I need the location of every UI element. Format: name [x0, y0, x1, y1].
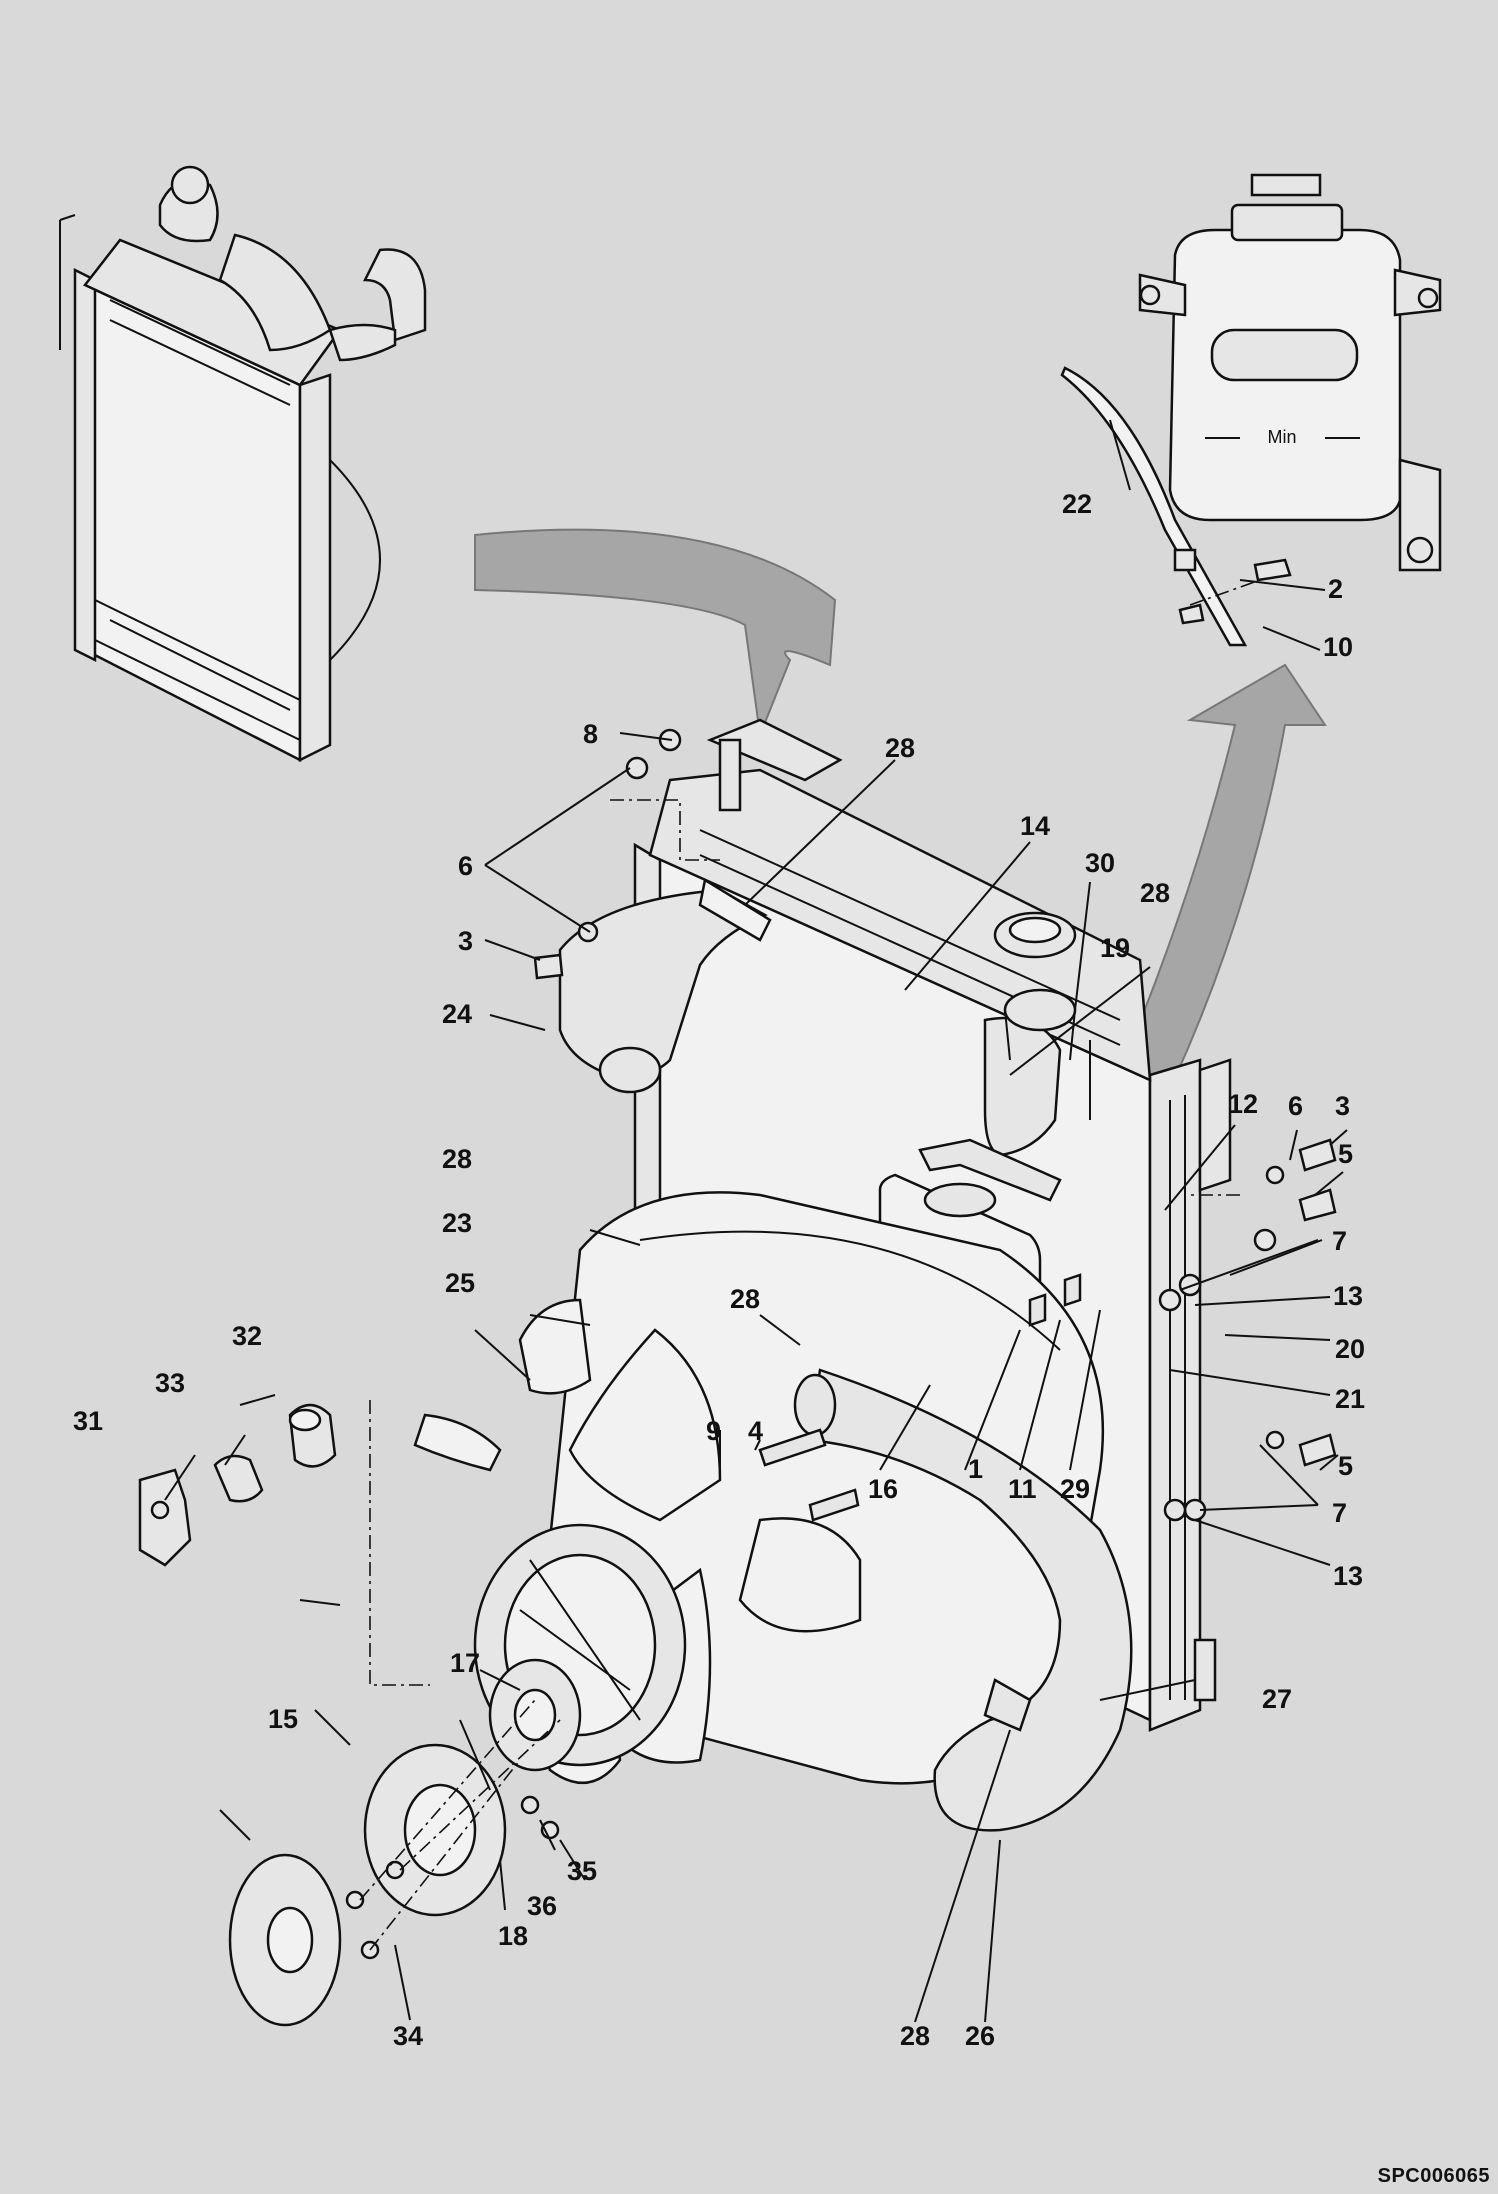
callout-13-upper: 13: [1333, 1281, 1363, 1311]
callout-14: 14: [1020, 811, 1050, 841]
tank-min-mark: Min: [1267, 427, 1296, 447]
callout-28-bottom: 28: [900, 2021, 930, 2051]
callouts: 1 2 3 3 4 5 5 6 6 7 7 8 9 10 11 12 13 13…: [73, 489, 1365, 2051]
callout-36: 35: [567, 1856, 597, 1886]
callout-6-left: 6: [458, 851, 473, 881]
callout-33: 32: [232, 1321, 262, 1351]
callout-25: 25: [445, 1268, 475, 1298]
callout-10: 10: [1323, 632, 1353, 662]
lower-hose: [793, 1368, 1133, 1832]
callout-8: 8: [583, 719, 598, 749]
callout-18: 18: [498, 1921, 528, 1951]
callout-16: 16: [868, 1474, 898, 1504]
callout-6-right: 6: [1288, 1091, 1303, 1121]
callout-12: 12: [1228, 1089, 1258, 1119]
callout-28-left: 28: [442, 1144, 472, 1174]
upper-hose: [558, 877, 772, 1094]
callout-17: 17: [450, 1648, 480, 1678]
callout-37: 36: [527, 1891, 557, 1921]
callout-3-right: 3: [1335, 1091, 1350, 1121]
callout-29: 28: [1140, 878, 1170, 908]
callout-28-middle: 28: [730, 1284, 760, 1314]
callout-34: 33: [155, 1368, 185, 1398]
callout-28-top: 28: [885, 733, 915, 763]
expansion-tank-detail: Min: [1060, 173, 1442, 647]
filler-neck-and-cap: [993, 911, 1077, 1061]
switch-parts: [138, 1400, 430, 1686]
callout-23: 23: [442, 1208, 472, 1238]
callout-21: 21: [1335, 1384, 1365, 1414]
callout-5-lower: 5: [1338, 1451, 1353, 1481]
callout-32: 31: [73, 1406, 103, 1436]
callout-1: 1: [968, 1454, 983, 1484]
fan-drive-assembly: [228, 1658, 582, 2027]
document-code: SPC006065: [1377, 2165, 1490, 2187]
leader-lines: [164, 419, 1348, 2023]
callout-3-left: 3: [458, 926, 473, 956]
callout-13-lower: 13: [1333, 1561, 1363, 1591]
callout-7-upper: 7: [1332, 1226, 1347, 1256]
hardware: [533, 728, 1337, 1522]
callout-11: 11: [1008, 1474, 1037, 1504]
callout-35: 34: [393, 2021, 423, 2051]
callout-20: 20: [1335, 1334, 1365, 1364]
callout-30: 29: [1060, 1474, 1090, 1504]
callout-22: 22: [1062, 489, 1092, 519]
curved-arrow-left: [474, 528, 837, 739]
callout-24: 24: [442, 999, 472, 1029]
callout-4: 4: [748, 1416, 763, 1446]
callout-2: 2: [1328, 574, 1343, 604]
radiator-inset: [59, 165, 427, 763]
callout-19: 19: [1100, 933, 1130, 963]
callout-7-lower: 7: [1332, 1498, 1347, 1528]
callout-31: 30: [1085, 848, 1115, 878]
callout-15: 15: [268, 1704, 298, 1734]
callout-27: 27: [1262, 1684, 1292, 1714]
callout-9: 9: [706, 1416, 721, 1446]
callout-5-upper: 5: [1338, 1139, 1353, 1169]
callout-26: 26: [965, 2021, 995, 2051]
